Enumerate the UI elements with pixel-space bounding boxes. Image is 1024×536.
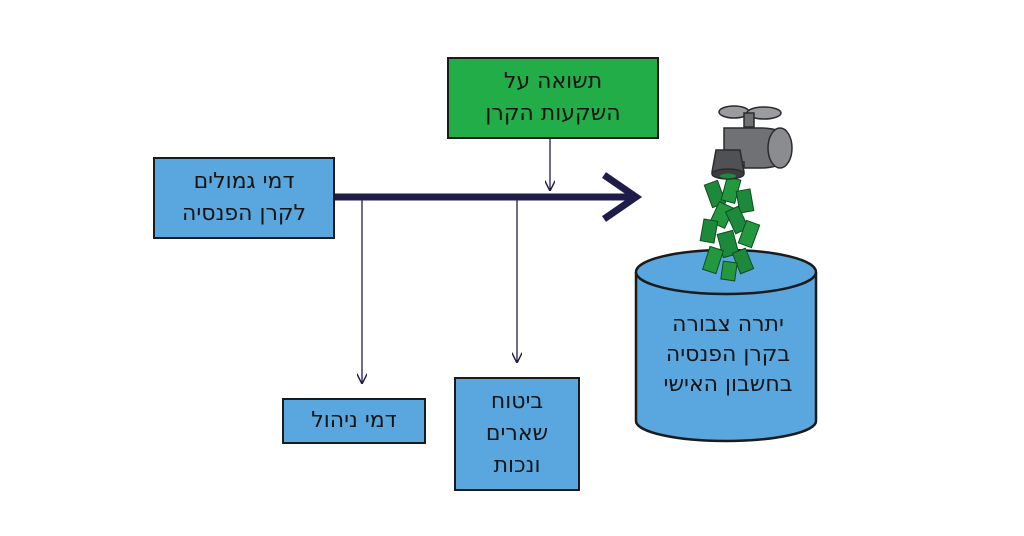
insurance-line3: ונכות <box>493 453 541 478</box>
insurance-line1: ביטוח <box>490 389 544 414</box>
faucet-icon <box>711 105 793 180</box>
insurance-line2: שארים <box>485 421 549 446</box>
investment-return-line2: השקעות הקרן <box>485 101 621 126</box>
investment-return-box: תשואה על השקעות הקרן <box>447 57 659 139</box>
tank-line2: בקרן הפנסיה <box>665 342 791 367</box>
contributions-line2: לקרן הפנסיה <box>182 201 307 226</box>
insurance-box: ביטוח שארים ונכות <box>454 377 580 491</box>
investment-return-line1: תשואה על <box>503 69 603 94</box>
management-fees-box: דמי ניהול <box>282 398 426 444</box>
contributions-box: דמי גמולים לקרן הפנסיה <box>153 157 335 239</box>
main-flow-arrow <box>334 172 643 222</box>
management-fees-line1: דמי ניהול <box>311 408 397 433</box>
contributions-line1: דמי גמולים <box>193 169 295 194</box>
money-stream-icon <box>699 175 761 282</box>
tank-line1: יתרה צבורה <box>672 312 784 337</box>
tank-label: יתרה צבורה בקרן הפנסיה בחשבון האישי <box>640 310 816 400</box>
tank-line3: בחשבון האישי <box>663 372 793 397</box>
